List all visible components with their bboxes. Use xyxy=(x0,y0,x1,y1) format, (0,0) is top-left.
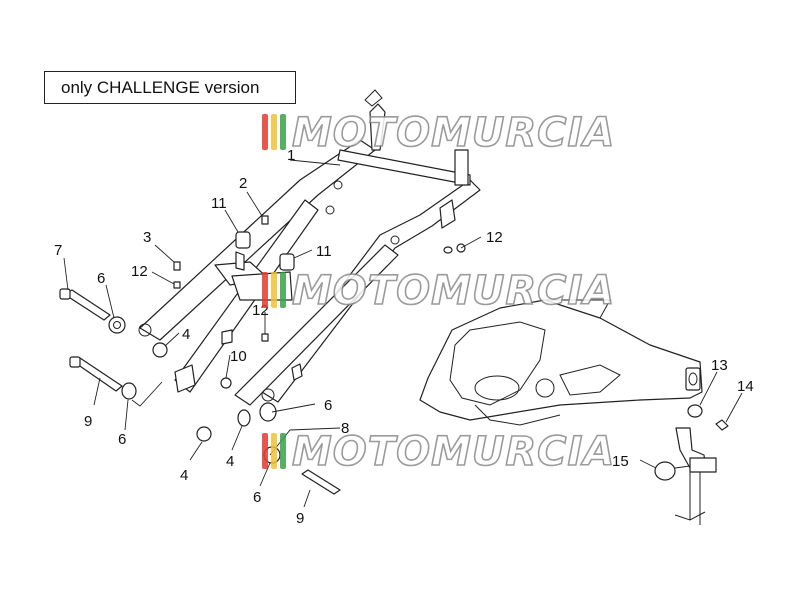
callout-4: 4 xyxy=(226,453,234,470)
watermark-logo: MOTOMURCIA xyxy=(262,109,615,157)
callout-12: 12 xyxy=(131,263,148,280)
callout-11: 11 xyxy=(211,195,227,212)
callout-6: 6 xyxy=(97,270,105,287)
stripe-red xyxy=(262,433,268,469)
callout-9: 9 xyxy=(84,413,92,430)
swingarm xyxy=(419,299,703,426)
callout-6: 6 xyxy=(324,397,332,414)
callout-4: 4 xyxy=(180,467,188,484)
stripe-green xyxy=(280,114,286,150)
callout-1: 1 xyxy=(287,147,295,164)
version-note-label: only CHALLENGE version xyxy=(61,77,260,97)
stripe-green xyxy=(280,433,286,469)
watermark-text: MOTOMURCIA xyxy=(292,268,615,314)
callout-6: 6 xyxy=(118,431,126,448)
rear-subframe xyxy=(138,89,481,406)
watermark-text: MOTOMURCIA xyxy=(292,110,615,156)
callout-10: 10 xyxy=(230,348,247,365)
watermark-logo: MOTOMURCIA xyxy=(262,428,615,476)
version-note: only CHALLENGE version xyxy=(44,71,296,104)
callout-3: 3 xyxy=(143,229,151,246)
callout-7: 7 xyxy=(54,242,62,259)
watermark-text: MOTOMURCIA xyxy=(292,429,615,475)
callout-4: 4 xyxy=(182,326,190,343)
stripe-red xyxy=(262,114,268,150)
callout-2: 2 xyxy=(239,175,247,192)
callout-12: 12 xyxy=(486,229,503,246)
stripe-red xyxy=(262,272,268,308)
callout-13: 13 xyxy=(711,357,728,374)
stripe-yellow xyxy=(271,114,277,150)
callout-8: 8 xyxy=(341,420,349,437)
leader-lines xyxy=(63,159,743,508)
callout-9: 9 xyxy=(296,510,304,527)
callout-15: 15 xyxy=(612,453,629,470)
callouts: 1 2 3 4 4 4 6 6 6 6 7 8 9 9 10 11 11 12 … xyxy=(54,147,754,527)
watermark-logo: MOTOMURCIA xyxy=(262,267,615,315)
stripe-yellow xyxy=(271,433,277,469)
callout-11: 11 xyxy=(316,243,332,260)
stripe-green xyxy=(280,272,286,308)
callout-6: 6 xyxy=(253,489,261,506)
callout-14: 14 xyxy=(737,378,754,395)
stripe-yellow xyxy=(271,272,277,308)
